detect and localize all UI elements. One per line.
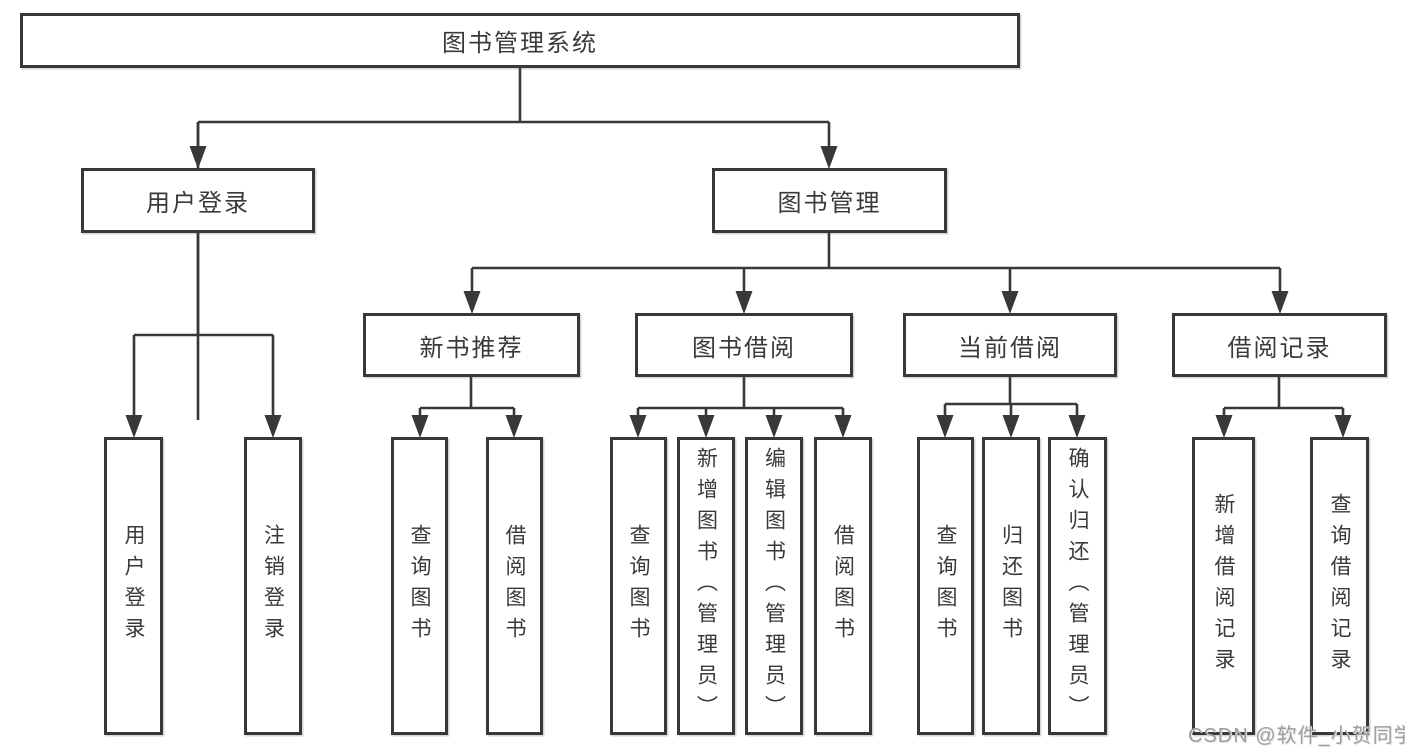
leaf-borrow-query: 查询图书 xyxy=(610,437,667,735)
leaf-borrow-add: 新增图书（管理员） xyxy=(677,437,735,735)
node-book-mgmt: 图书管理 xyxy=(712,168,947,233)
node-new-book-rec: 新书推荐 xyxy=(363,313,580,377)
node-root: 图书管理系统 xyxy=(20,13,1020,68)
node-book-borrow: 图书借阅 xyxy=(635,313,853,377)
leaf-user-login: 用户登录 xyxy=(104,437,163,735)
watermark-text: CSDN @软件_小贺同学 xyxy=(1188,725,1405,747)
edge-book-borrow-split xyxy=(636,377,845,420)
node-current-borrow: 当前借阅 xyxy=(903,313,1117,377)
edge-new-book-split xyxy=(418,377,516,420)
leaf-newbook-borrow: 借阅图书 xyxy=(486,437,543,735)
leaf-borrow-edit: 编辑图书（管理员） xyxy=(745,437,803,735)
node-user-login: 用户登录 xyxy=(81,168,315,233)
leaf-record-query: 查询借阅记录 xyxy=(1310,437,1369,735)
leaf-current-query: 查询图书 xyxy=(917,437,974,735)
leaf-borrow-borrow: 借阅图书 xyxy=(814,437,872,735)
edge-book-mgmt-split xyxy=(470,233,1282,296)
edge-borrow-record-split xyxy=(1222,377,1345,420)
leaf-newbook-query: 查询图书 xyxy=(391,437,448,735)
leaf-current-return: 归还图书 xyxy=(982,437,1040,735)
leaf-current-confirm: 确认归还（管理员） xyxy=(1048,437,1107,735)
leaf-record-add: 新增借阅记录 xyxy=(1192,437,1255,735)
edge-user-login-split xyxy=(132,233,275,420)
node-borrow-record: 借阅记录 xyxy=(1172,313,1387,377)
arrowheads xyxy=(125,146,1352,438)
edge-current-borrow-split xyxy=(943,377,1079,420)
leaf-logout: 注销登录 xyxy=(244,437,302,735)
edge-root-split xyxy=(196,68,831,420)
